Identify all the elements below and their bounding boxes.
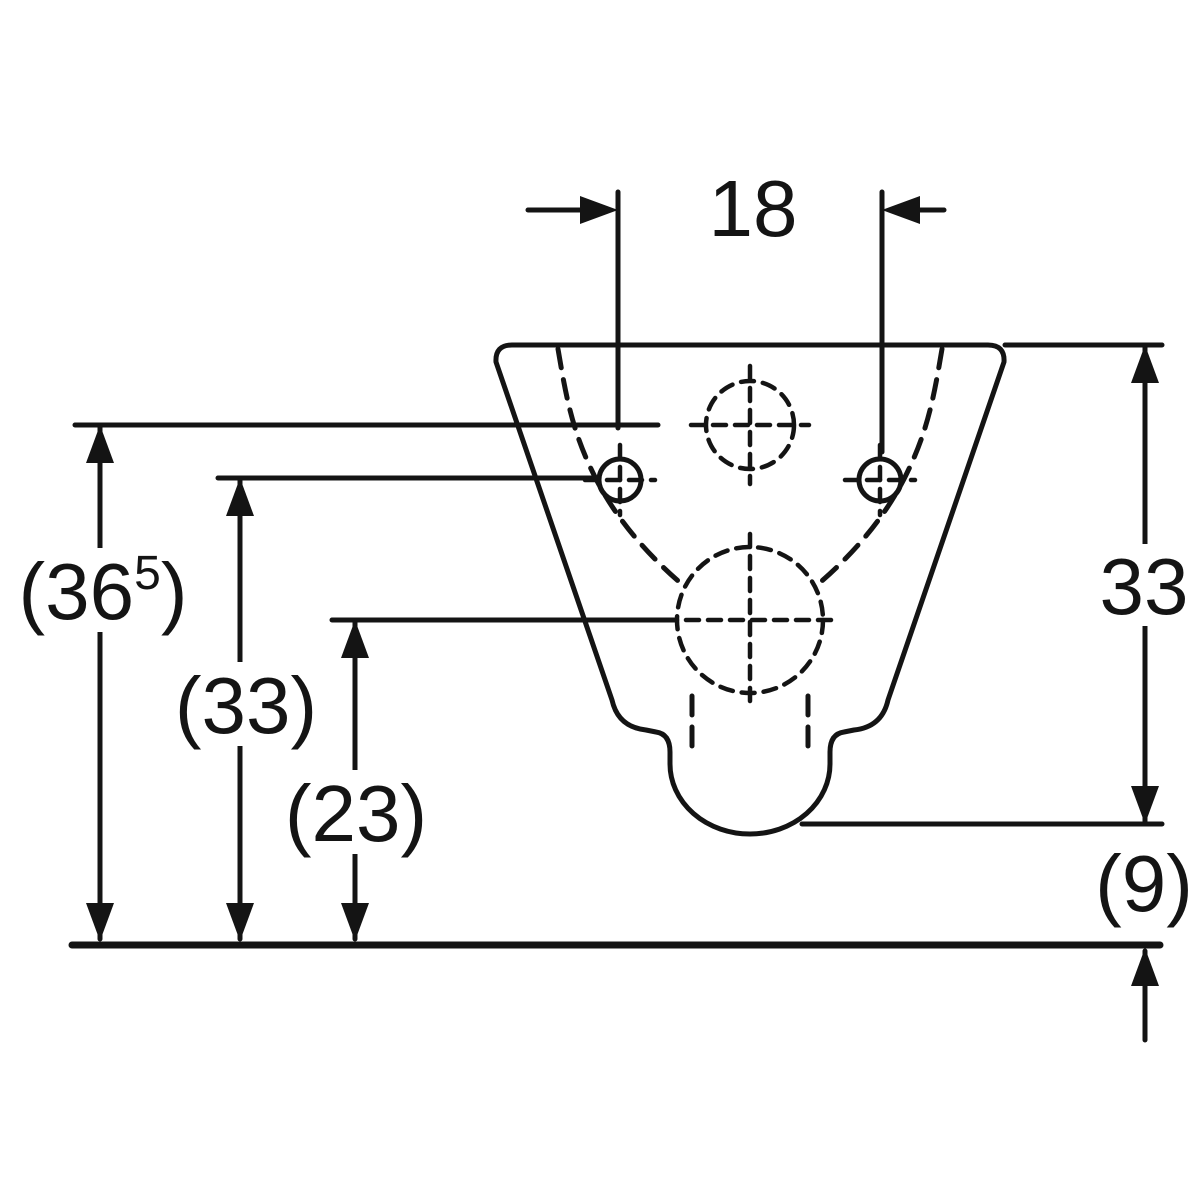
dim-clearance-arrow-up [1131, 948, 1159, 986]
dim-outlet-label: (23) [285, 769, 427, 858]
label-mask-right [1097, 544, 1191, 626]
dim-overall-arrow-up [86, 425, 114, 463]
dim-outlet-arrow-up [341, 620, 369, 658]
dim-top-width-arrow-left [580, 196, 618, 224]
dim-fixing-label: (33) [175, 661, 317, 750]
dim-right-arrow-down [1131, 786, 1159, 824]
dim-right-arrow-up [1131, 345, 1159, 383]
label-mask-outlet [276, 770, 436, 854]
dim-fixing-arrow-up [226, 478, 254, 516]
toilet-body-outline [493, 342, 1007, 837]
dim-right-label: 33 [1100, 542, 1189, 631]
dim-overall-label-close: ) [161, 547, 188, 636]
dim-overall-label: (365) [19, 547, 188, 636]
dim-overall-label-sup: 5 [134, 547, 161, 600]
dim-fixing-arrow-down [226, 903, 254, 941]
dim-top-width-arrow-right [882, 196, 920, 224]
dim-top-width-label: 18 [709, 164, 798, 253]
dim-clearance-label: (9) [1095, 839, 1193, 928]
label-mask-overall [2, 548, 204, 632]
label-mask-fixing [166, 662, 326, 746]
dim-outlet-arrow-down [341, 903, 369, 941]
dim-overall-arrow-down [86, 903, 114, 941]
dim-overall-label-open: (36 [19, 547, 135, 636]
